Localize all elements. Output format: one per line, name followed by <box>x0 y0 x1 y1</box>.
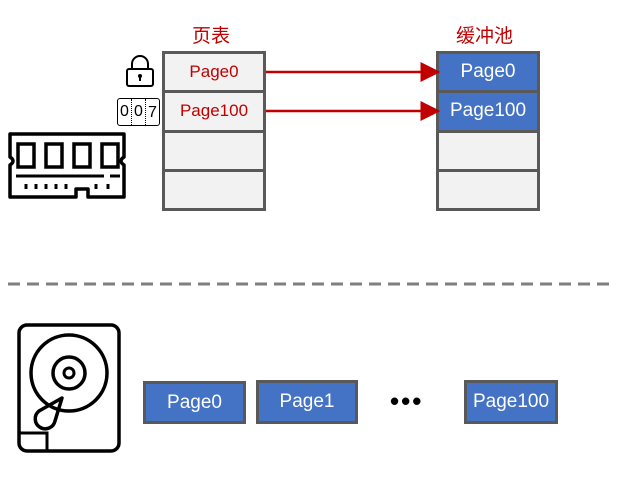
memory-ram-icon <box>8 132 126 199</box>
buffer-pool-row <box>439 132 537 169</box>
counter-digit: 0 <box>132 99 146 125</box>
buffer-pool-row: Page100 <box>439 93 537 130</box>
page-table-row <box>165 132 263 169</box>
page-table-row: Page0 <box>165 54 263 91</box>
disk-page: Page0 <box>143 381 246 424</box>
page-table-row <box>165 171 263 208</box>
page-table-row: Page100 <box>165 93 263 130</box>
disk-page: Page100 <box>464 380 558 424</box>
page-table: Page0 Page100 <box>162 51 266 211</box>
buffer-pool-title: 缓冲池 <box>456 25 514 47</box>
buffer-pool-row: Page0 <box>439 54 537 91</box>
page-table-title: 页表 <box>192 25 231 47</box>
hard-disk-icon <box>17 323 121 453</box>
ellipsis: ••• <box>390 386 424 416</box>
counter-digit: 0 <box>118 99 132 125</box>
disk-page: Page1 <box>256 380 358 424</box>
counter-icon: 0 0 7 <box>117 98 160 126</box>
buffer-pool-row <box>439 171 537 208</box>
counter-digit: 7 <box>148 104 157 121</box>
buffer-pool: Page0 Page100 <box>436 51 540 211</box>
lock-icon <box>126 55 154 87</box>
